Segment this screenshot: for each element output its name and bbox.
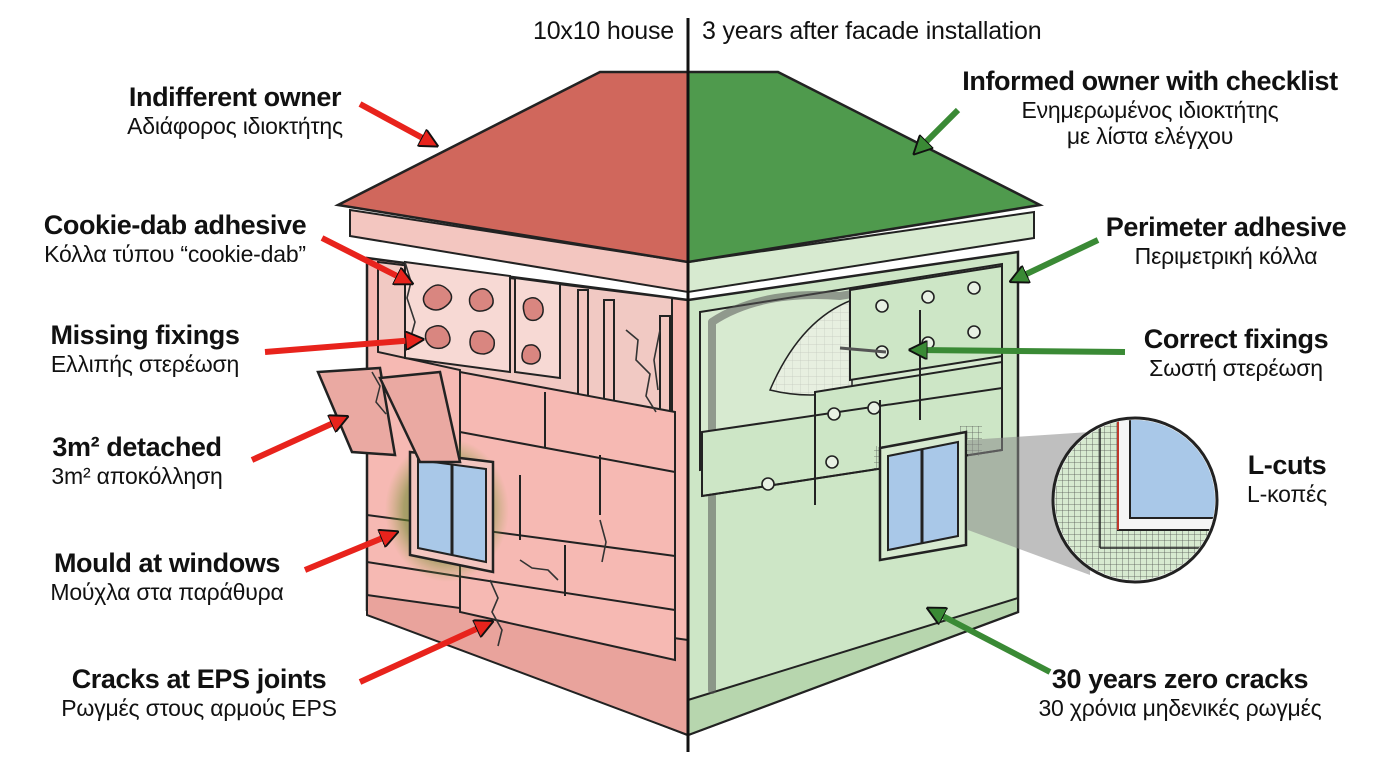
- arrow-correct-fixings: [918, 350, 1126, 352]
- arrow-cracks: [358, 625, 485, 685]
- label-cookie-dab-adhesive: Cookie-dab adhesive Κόλλα τύπου “cookie-…: [43, 210, 307, 268]
- label-informed-owner: Informed owner with checklist Ενημερωμέν…: [962, 66, 1338, 150]
- label-correct-fixings: Correct fixings Σωστή στερέωση: [1143, 324, 1329, 382]
- label-cracks-at-eps-joints: Cracks at EPS joints Ρωγμές στους αρμούς…: [61, 664, 337, 722]
- header-right: 3 years after facade installation: [702, 17, 1042, 45]
- bad-house: [316, 70, 690, 737]
- label-detached: 3m² detached 3m² αποκόλληση: [51, 432, 223, 490]
- label-missing-fixings: Missing fixings Ελλιπής στερέωση: [50, 320, 240, 378]
- label-indifferent-owner: Indifferent owner Αδιάφορος ιδιοκτήτης: [127, 82, 343, 140]
- good-house: [686, 70, 1219, 737]
- label-mould-at-windows: Mould at windows Μούχλα στα παράθυρα: [50, 548, 284, 606]
- arrow-indifferent-owner: [358, 101, 430, 142]
- arrow-informed-owner: [920, 107, 961, 148]
- arrow-mould: [303, 535, 390, 573]
- arrow-cookie-dab: [320, 235, 405, 280]
- arrow-detached: [250, 420, 340, 463]
- label-perimeter-adhesive: Perimeter adhesive Περιμετρική κόλλα: [1105, 212, 1347, 270]
- arrow-perimeter-adhesive: [1018, 237, 1100, 278]
- arrow-zero-cracks: [935, 612, 1052, 675]
- header-left: 10x10 house: [533, 17, 674, 45]
- label-30-years-zero-cracks: 30 years zero cracks 30 χρόνια μηδενικές…: [1038, 664, 1322, 722]
- label-l-cuts: L-cuts L-κοπές: [1247, 450, 1327, 508]
- arrow-missing-fixings: [264, 340, 415, 355]
